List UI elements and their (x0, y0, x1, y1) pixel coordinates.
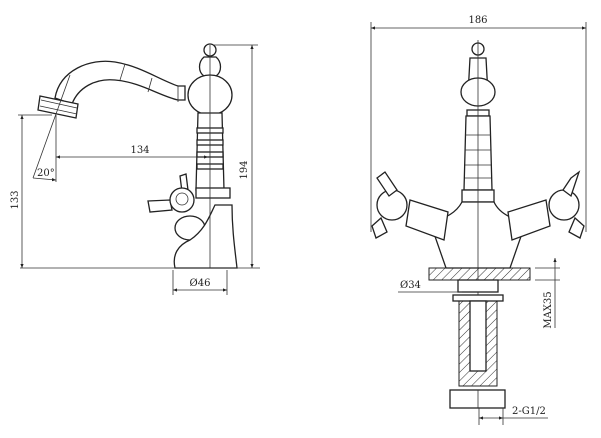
dim-width: 186 (468, 15, 487, 26)
dim-base-diameter: Ø46 (190, 278, 211, 289)
front-dimensions: 186 Ø34 MAX35 2-G1/2 (370, 15, 587, 425)
dim-max-deck: MAX35 (543, 291, 554, 328)
dim-height: 194 (239, 160, 250, 179)
side-dimensions: 194 133 134 20° Ø46 (10, 44, 260, 295)
side-view: 194 133 134 20° Ø46 (10, 43, 260, 295)
faucet-front-body (371, 40, 585, 409)
front-view: 186 Ø34 MAX35 2-G1/2 (370, 15, 587, 425)
dim-angle: 20° (37, 168, 55, 179)
dim-reach: 134 (130, 145, 149, 156)
dim-spout-height: 133 (10, 190, 21, 209)
dim-connection: 2-G1/2 (512, 406, 546, 417)
dim-shank-diameter: Ø34 (400, 280, 421, 291)
faucet-side-body (37, 43, 238, 269)
